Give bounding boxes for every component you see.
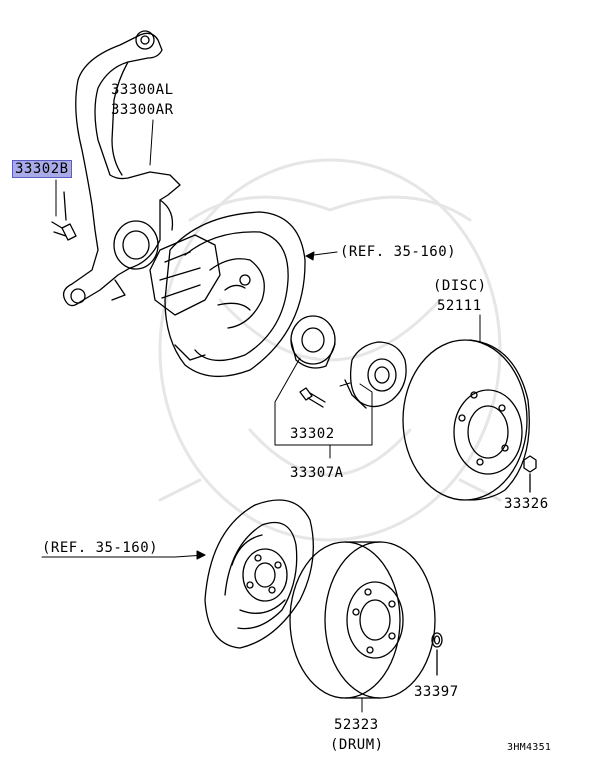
label-ref-bottom: (REF. 35-160) xyxy=(42,540,159,556)
label-33397: 33397 xyxy=(414,684,459,700)
knuckle-part xyxy=(62,30,181,307)
watermark-emblem xyxy=(158,158,502,542)
hub-flange xyxy=(344,341,407,409)
drum-backing-plate xyxy=(204,499,314,649)
hub-assy-bracket xyxy=(274,357,373,459)
label-52111: 52111 xyxy=(437,298,482,314)
label-ref-top: (REF. 35-160) xyxy=(340,244,457,260)
nut-33326 xyxy=(523,455,537,493)
label-drum-note: (DRUM) xyxy=(330,737,384,753)
ring-33397 xyxy=(431,632,443,676)
hub-bearing xyxy=(290,315,336,369)
figure-code: 3HM4351 xyxy=(507,742,552,753)
label-33300al: 33300AL xyxy=(111,82,174,98)
bolt-33302b xyxy=(51,191,77,241)
brake-disc xyxy=(402,339,530,501)
label-52323: 52323 xyxy=(334,717,379,733)
label-33302: 33302 xyxy=(290,426,335,442)
leader-lines xyxy=(41,119,481,713)
label-33326: 33326 xyxy=(504,496,549,512)
disc-backing-plate xyxy=(149,211,306,378)
label-33300ar: 33300AR xyxy=(111,102,174,118)
label-33307a: 33307A xyxy=(290,465,344,481)
label-disc-note: (DISC) xyxy=(433,278,487,294)
label-33302b-highlighted[interactable]: 33302B xyxy=(12,160,72,178)
hub-bolt xyxy=(299,387,326,408)
